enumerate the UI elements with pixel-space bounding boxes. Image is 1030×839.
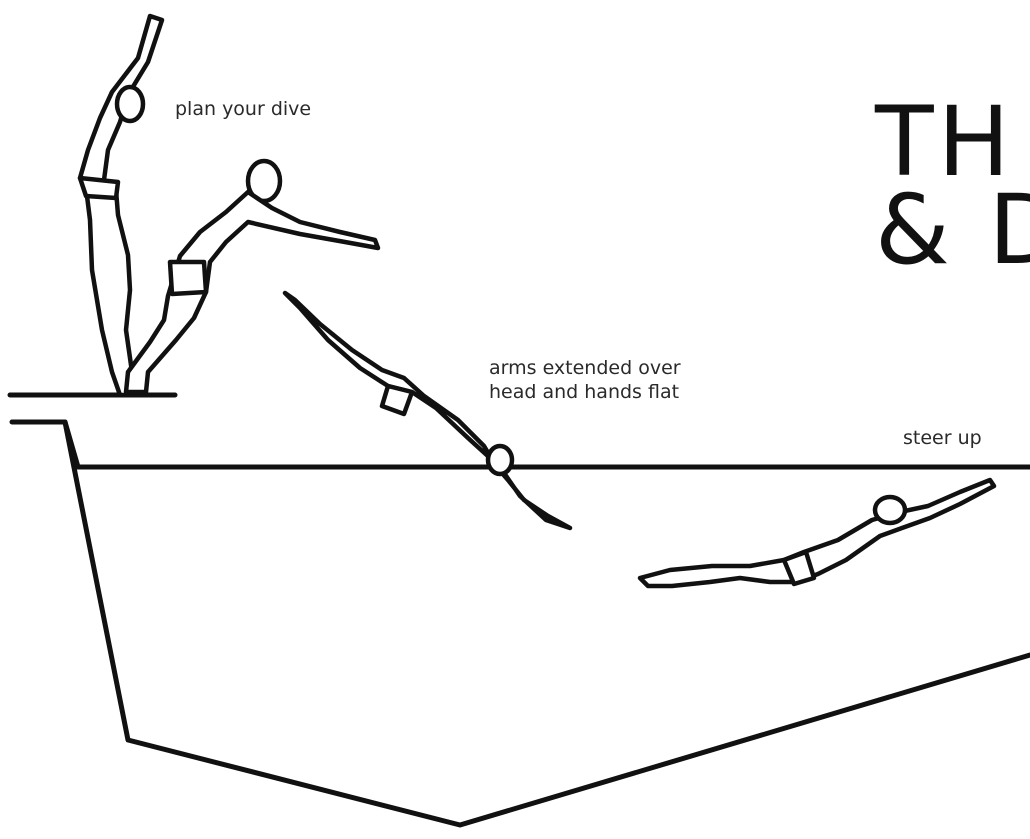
diver-underwater-figure	[640, 480, 994, 586]
title-line-2: & D	[875, 188, 1030, 272]
diver-entering-figure	[285, 293, 570, 528]
diver-standing-figure	[80, 16, 162, 395]
pool-outline	[65, 422, 1030, 825]
arms-extended-label-line1: arms extended over	[489, 356, 681, 380]
diver-crouching-figure	[126, 161, 378, 392]
pool-water-surface	[12, 422, 1030, 467]
title-line-1: TH	[875, 100, 1014, 184]
steer-up-label: steer up	[903, 426, 982, 450]
plan-your-dive-label: plan your dive	[175, 97, 311, 121]
arms-extended-label-line2: head and hands flat	[489, 380, 679, 404]
